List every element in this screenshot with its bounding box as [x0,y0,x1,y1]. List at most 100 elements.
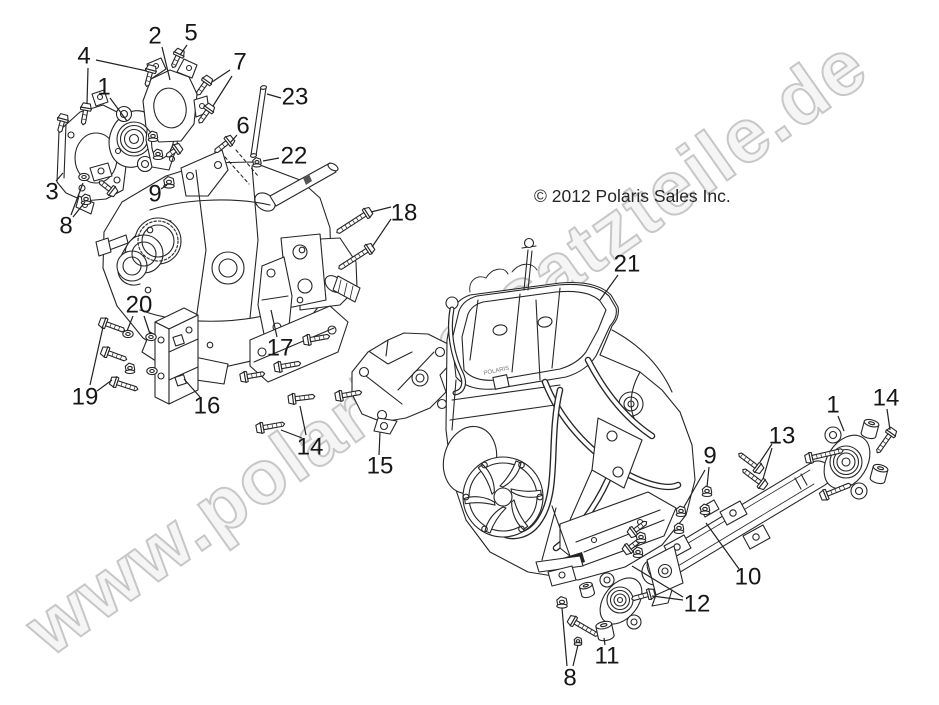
washer-drawing [122,329,134,339]
callout-11: 11 [595,637,620,670]
bolt-drawing [876,426,898,454]
nut-drawing [675,505,687,518]
callout-8: 8 [561,607,579,692]
bolt-drawing [336,206,374,234]
callout-1: 1 [97,74,128,122]
callout-1: 1 [826,392,845,432]
callout-14: 14 [280,405,324,461]
callout-number: 6 [236,113,249,140]
callout-5: 5 [179,20,198,56]
engine-bracket-drawing [351,332,453,435]
bolt-drawing [302,333,331,347]
engine-mount-right-drawing [823,426,871,500]
washer-drawing [146,366,158,376]
callout-23: 23 [266,84,309,111]
nut-drawing [147,130,159,143]
callout-number: 18 [391,200,418,227]
bolt-drawing [804,448,844,465]
bolt-drawing [818,482,852,501]
bolt-drawing [98,180,119,198]
stud-drawing [249,85,268,158]
callout-10: 10 [705,522,762,591]
callout-number: 9 [703,443,716,470]
callout-number: 1 [97,74,110,101]
callout-number: 5 [184,20,197,47]
callout-21: 21 [599,251,641,301]
engine-drawing: POLARIS [442,237,696,587]
nut-drawing [632,546,644,559]
bolt-drawing [108,376,139,392]
bushing-drawing [860,418,880,440]
callout-number: 9 [148,181,161,208]
callout-15: 15 [367,431,394,480]
bolt-drawing [198,102,216,124]
callout-number: 11 [595,643,620,670]
callout-number: 3 [45,179,58,206]
nut-drawing [673,522,685,535]
nut-drawing [163,176,175,189]
spacer-block-drawing [154,307,199,405]
bolt-drawing [56,113,69,134]
bolt-drawing [255,421,286,435]
nut-drawing [556,596,568,609]
callout-number: 22 [281,143,308,170]
callout-12: 12 [631,565,711,618]
callout-9: 9 [148,181,168,208]
nut-drawing [573,636,583,646]
bolt-drawing [196,74,214,96]
copyright-text: © 2012 Polaris Sales Inc. [534,186,731,206]
callout-number: 10 [735,564,762,591]
bracket-front-left-drawing [142,57,210,143]
bolt-drawing [99,346,128,362]
callout-4: 4 [77,43,148,105]
callout-number: 8 [59,213,72,240]
callout-number: 21 [614,251,641,278]
bolt-drawing [79,102,93,126]
callout-8: 8 [59,182,86,240]
nut-drawing [252,157,262,168]
engine-logo-text: POLARIS [483,366,510,377]
bolt-drawing [273,360,302,374]
bushing-drawing [869,463,889,485]
callout-number: 23 [282,84,309,111]
callout-18: 18 [370,200,418,248]
callout-17: 17 [267,309,294,362]
nut-drawing [152,148,164,161]
callout-20: 20 [126,292,153,335]
callout-number: 20 [126,292,153,319]
bushing-drawing [578,581,596,599]
callout-13: 13 [759,423,796,480]
callout-number: 13 [769,423,796,450]
nut-drawing [701,485,713,498]
callout-number: 16 [194,393,221,420]
callout-number: 14 [873,385,900,412]
nut-drawing [635,531,647,544]
callout-9: 9 [683,443,717,508]
bolt-drawing [165,142,184,158]
bolt-drawing [239,370,266,384]
bolt-drawing [338,242,376,270]
nut-drawing [699,503,711,516]
washer-drawing [145,332,157,342]
bolt-drawing [738,452,765,475]
callout-7: 7 [211,49,247,107]
nut-drawing [80,193,92,206]
callout-3: 3 [45,172,64,206]
callout-16: 16 [183,378,221,420]
bolt-drawing [97,317,126,333]
bolt-drawing [287,392,316,406]
callout-number: 17 [267,335,294,362]
callout-number: 15 [367,453,394,480]
callout-number: 2 [148,23,161,50]
callout-number: 12 [684,591,711,618]
washer-drawing [78,172,90,182]
callout-number: 4 [77,43,90,70]
bracket-rear-left-drawing [56,89,129,215]
mount-tube-drawing [641,460,832,607]
fasteners-layer [56,47,898,646]
callout-number: 1 [826,392,839,419]
bolt-drawing [566,615,599,637]
callout-number: 14 [297,434,324,461]
